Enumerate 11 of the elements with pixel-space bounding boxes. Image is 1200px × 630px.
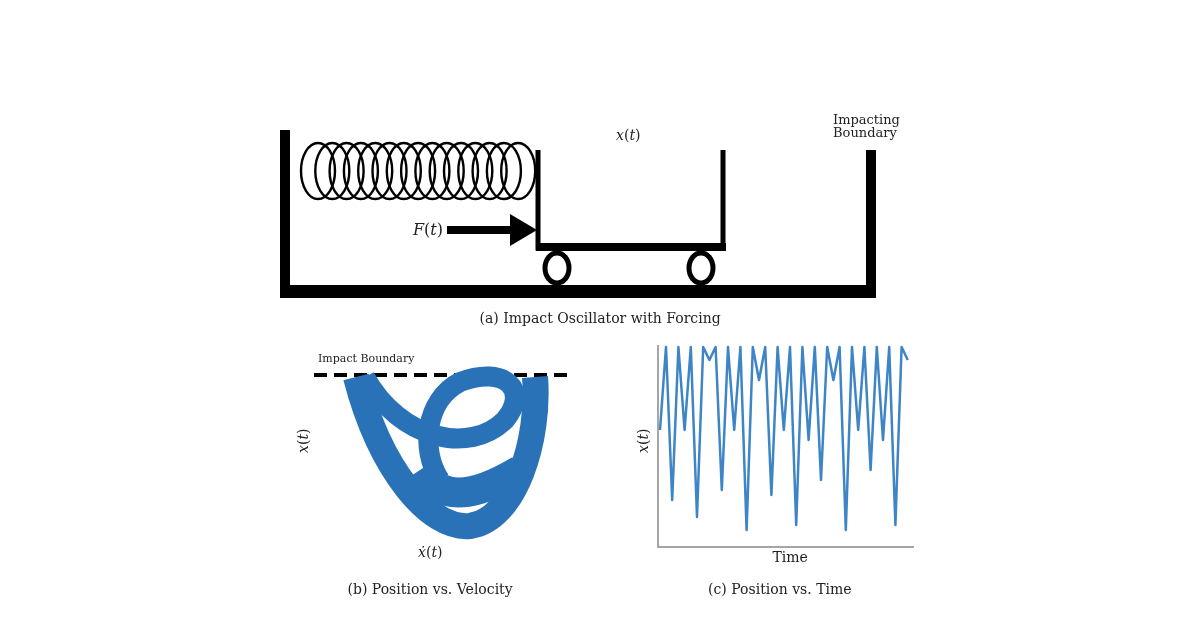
boundary-label: Impacting Boundary bbox=[833, 113, 901, 139]
figure-caption: (b) Position vs. Velocity bbox=[347, 582, 513, 598]
figure-caption: (c) Position vs. Time bbox=[708, 582, 852, 598]
boundary-label: Impact Boundary bbox=[318, 353, 415, 366]
axis-label: x(t) bbox=[295, 427, 311, 453]
force-label: F(t) bbox=[413, 221, 444, 239]
figure-caption: (a) Impact Oscillator with Forcing bbox=[479, 311, 721, 327]
axis-label: x(t) bbox=[635, 427, 651, 453]
axis-label: ẋ(t) bbox=[418, 545, 443, 561]
axis-label: Time bbox=[772, 550, 808, 566]
variable-label: x(t) bbox=[616, 128, 641, 144]
